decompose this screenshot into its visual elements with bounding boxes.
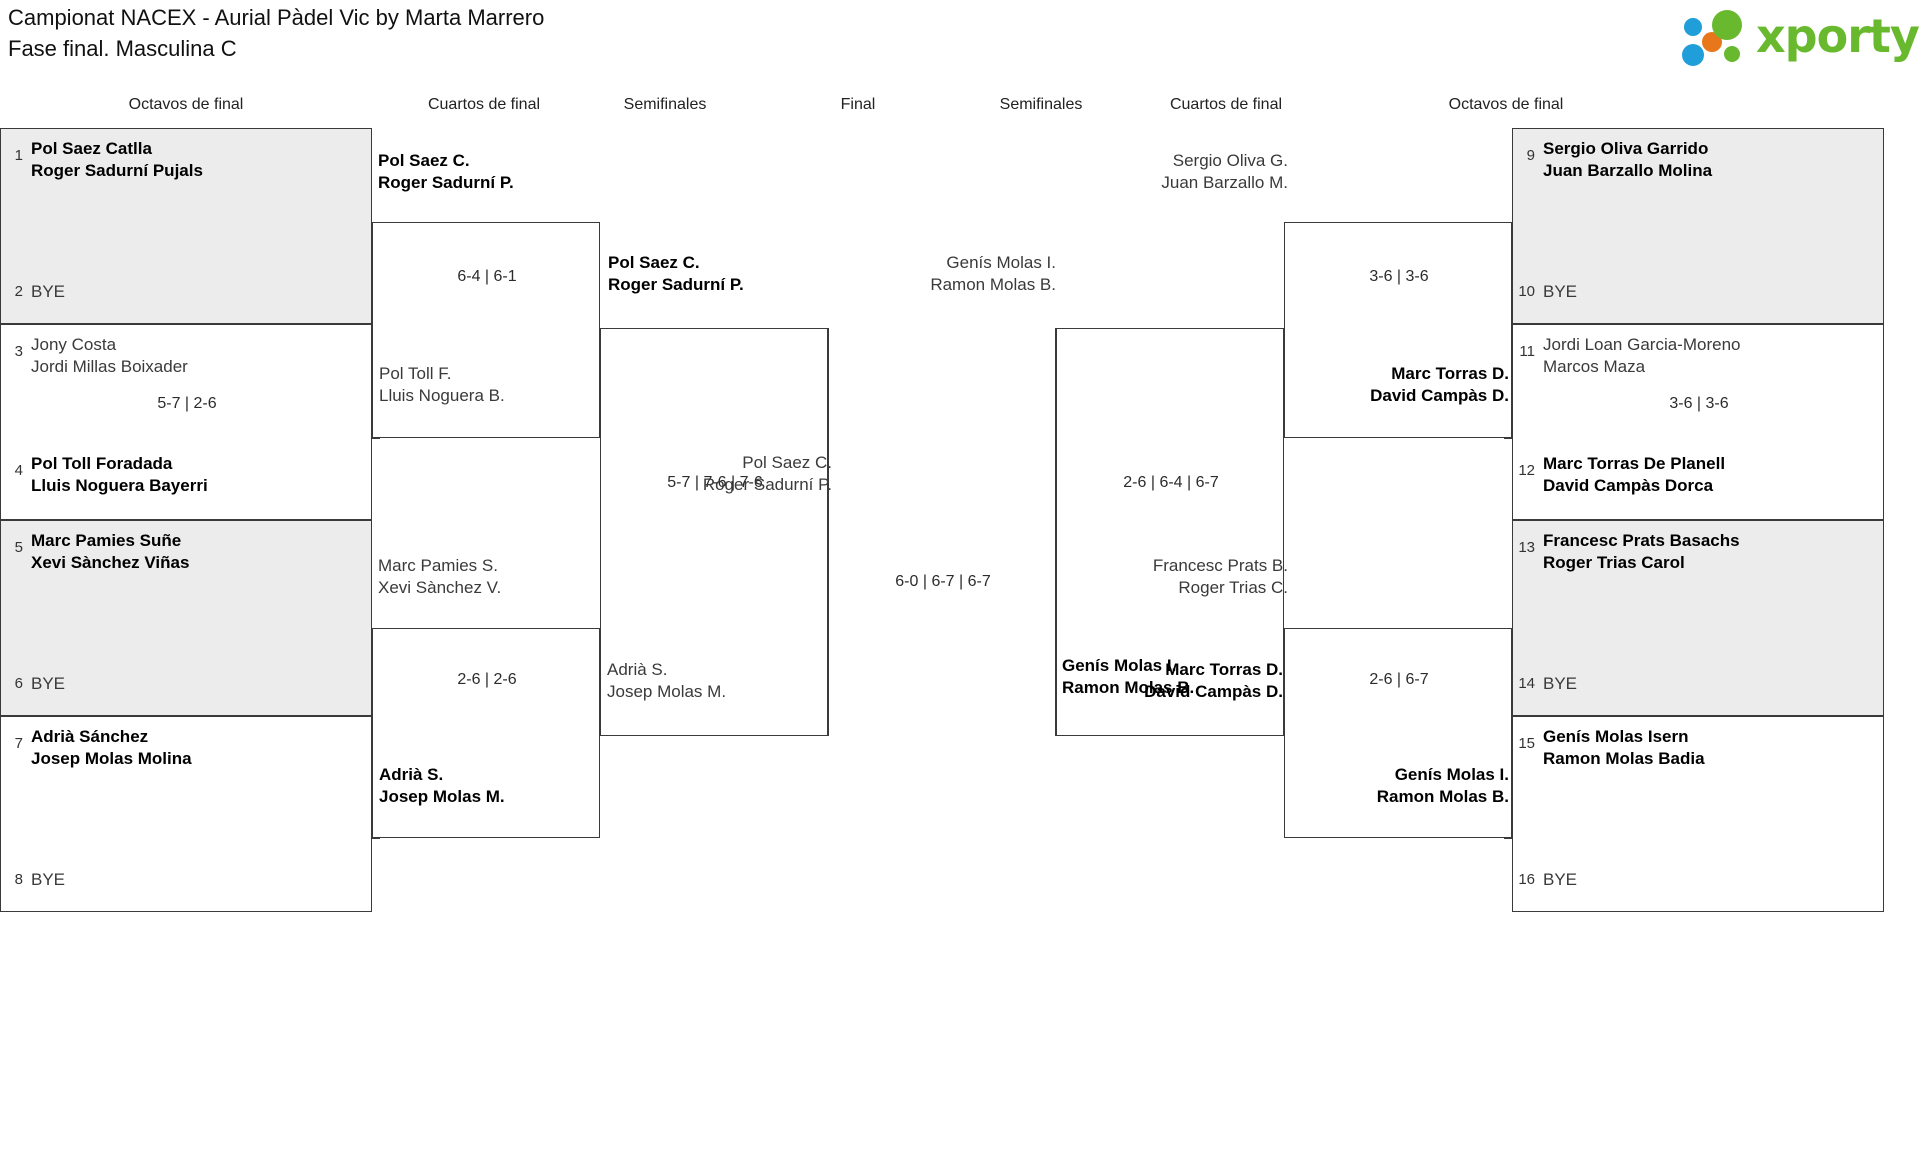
seed-number: 14 [1518,675,1535,692]
team-name: Jordi Loan Garcia-Moreno Marcos Maza [1543,335,1741,376]
final-right-team: Genís Molas I. Ramon Molas B. [1062,656,1195,697]
page-title: Campionat NACEX - Aurial Pàdel Vic by Ma… [8,2,1108,64]
connector-right-3 [1504,628,1512,629]
left-qf-match-top[interactable]: 6-4 | 6-1 Pol Toll F. Lluis Noguera B. [372,222,600,438]
seed-number: 12 [1518,462,1535,479]
left-qf-top-winner: Pol Saez C. Roger Sadurní P. [378,151,514,192]
left-r16-match-2[interactable]: 3 Jony Costa Jordi Millas Boixader 5-7 |… [0,324,372,520]
right-qf-bottom-loser: Francesc Prats B. Roger Trias C. [1152,556,1288,597]
seed-number: 5 [14,539,23,556]
bye-label: BYE [31,674,66,693]
left-r16-match-1[interactable]: 1 Pol Saez Catlla Roger Sadurní Pujals 2… [0,128,372,324]
seed-number: 6 [14,675,23,692]
logo-dot-blue-bottom [1682,44,1704,66]
final-score: 6-0 | 6-7 | 6-7 [895,573,991,590]
seed-number: 3 [14,343,23,360]
final-left-team: Pol Saez C. Roger Sadurní P. [702,453,832,494]
xporty-logo: xporty [1678,6,1920,68]
match-score: 3-6 | 3-6 [1669,395,1729,412]
right-r16-match-1[interactable]: 9 Sergio Oliva Garrido Juan Barzallo Mol… [1512,128,1884,324]
left-r16-match-4[interactable]: 7 Adrià Sánchez Josep Molas Molina 8 BYE [0,716,372,912]
match-score: 6-4 | 6-1 [457,268,517,285]
left-r16-match-3[interactable]: 5 Marc Pamies Suñe Xevi Sànchez Viñas 6 … [0,520,372,716]
match-score: 2-6 | 2-6 [457,671,517,688]
team-name: Sergio Oliva Garrido Juan Barzallo Molin… [1543,139,1713,180]
left-qf-top-loser: Pol Toll F. Lluis Noguera B. [379,364,505,405]
round-header-left-r16: Octavos de final [128,96,244,113]
match-score: 2-6 | 6-7 [1369,671,1429,688]
connector-left-4 [372,838,380,839]
team-name: Adrià Sánchez Josep Molas Molina [31,727,192,768]
right-sf-winner: Marc Torras D. David Campàs D. [1144,660,1283,701]
seed-number: 15 [1518,735,1535,752]
right-qf-bottom-winner: Genís Molas I. Ramon Molas B. [1376,765,1509,806]
seed-number: 2 [14,283,23,300]
team-name: Francesc Prats Basachs Roger Trias Carol [1543,531,1740,572]
right-sf-match[interactable]: 2-6 | 6-4 | 6-7 Marc Torras D. David Cam… [1056,328,1284,736]
left-qf-match-bottom[interactable]: 2-6 | 2-6 Adrià S. Josep Molas M. [372,628,600,838]
right-r16-match-4[interactable]: 15 Genís Molas Isern Ramon Molas Badia 1… [1512,716,1884,912]
final-match[interactable]: 6-0 | 6-7 | 6-7 [828,328,1056,736]
team-name: Pol Saez Catlla Roger Sadurní Pujals [31,139,203,180]
round-header-right-r16: Octavos de final [1448,96,1564,113]
left-qf-bottom-winner: Adrià S. Josep Molas M. [379,765,505,806]
team-name: Marc Torras De Planell David Campàs Dorc… [1543,454,1726,495]
bye-label: BYE [1543,870,1578,889]
connector-right-4 [1504,838,1512,839]
seed-number: 11 [1519,343,1535,360]
right-qf-top-loser: Sergio Oliva G. Juan Barzallo M. [1161,151,1288,192]
logo-wordmark: xporty [1756,9,1920,63]
bye-label: BYE [1543,282,1578,301]
left-qf-bottom-loser: Marc Pamies S. Xevi Sànchez V. [378,556,502,597]
team-name: Genís Molas Isern Ramon Molas Badia [1543,727,1705,768]
connector-left-1 [372,222,380,223]
round-header-right-qf: Cuartos de final [1169,96,1283,113]
left-sf-loser: Adrià S. Josep Molas M. [607,660,727,701]
seed-number: 9 [1526,147,1535,164]
right-qf-match-top[interactable]: 3-6 | 3-6 Marc Torras D. David Campàs D. [1284,222,1512,438]
tournament-title-line1: Campionat NACEX - Aurial Pàdel Vic by Ma… [8,5,545,30]
bye-label: BYE [31,870,66,889]
round-header-final: Final [840,96,876,113]
match-score: 3-6 | 3-6 [1369,268,1429,285]
right-sf-loser: Genís Molas I. Ramon Molas B. [930,253,1056,294]
connector-right-1 [1504,222,1512,223]
connector-right-2 [1504,438,1512,439]
connector-left-2 [372,438,380,439]
round-header-left-sf: Semifinales [623,96,707,113]
logo-dot-blue-top [1684,18,1702,36]
right-qf-match-bottom[interactable]: 2-6 | 6-7 Genís Molas I. Ramon Molas B. [1284,628,1512,838]
connector-left-3 [372,628,380,629]
match-score: 2-6 | 6-4 | 6-7 [1123,474,1219,491]
seed-number: 7 [14,735,23,752]
round-header-left-qf: Cuartos de final [427,96,541,113]
left-sf-match[interactable]: 5-7 | 7-6 | 7-6 Adrià S. Josep Molas M. [600,328,828,736]
seed-number: 13 [1518,539,1535,556]
match-score: 5-7 | 2-6 [157,395,217,412]
logo-dot-green-big [1712,10,1742,40]
round-header-right-sf: Semifinales [999,96,1083,113]
right-qf-top-winner: Marc Torras D. David Campàs D. [1370,364,1509,405]
seed-number: 8 [14,871,23,888]
match-score: 5-7 | 7-6 | 7-6 [667,474,763,491]
seed-number: 16 [1518,871,1535,888]
right-r16-match-3[interactable]: 13 Francesc Prats Basachs Roger Trias Ca… [1512,520,1884,716]
seed-number: 4 [14,462,23,479]
team-name: Pol Toll Foradada Lluis Noguera Bayerri [31,454,208,495]
seed-number: 10 [1518,283,1535,300]
left-sf-winner: Pol Saez C. Roger Sadurní P. [608,253,744,294]
team-name: Marc Pamies Suñe Xevi Sànchez Viñas [31,531,190,572]
logo-dot-green-small [1724,46,1740,62]
right-r16-match-2[interactable]: 11 Jordi Loan Garcia-Moreno Marcos Maza … [1512,324,1884,520]
seed-number: 1 [14,147,23,164]
bye-label: BYE [31,282,66,301]
bye-label: BYE [1543,674,1578,693]
team-name: Jony Costa Jordi Millas Boixader [31,335,188,376]
tournament-title-line2: Fase final. Masculina C [8,36,237,61]
